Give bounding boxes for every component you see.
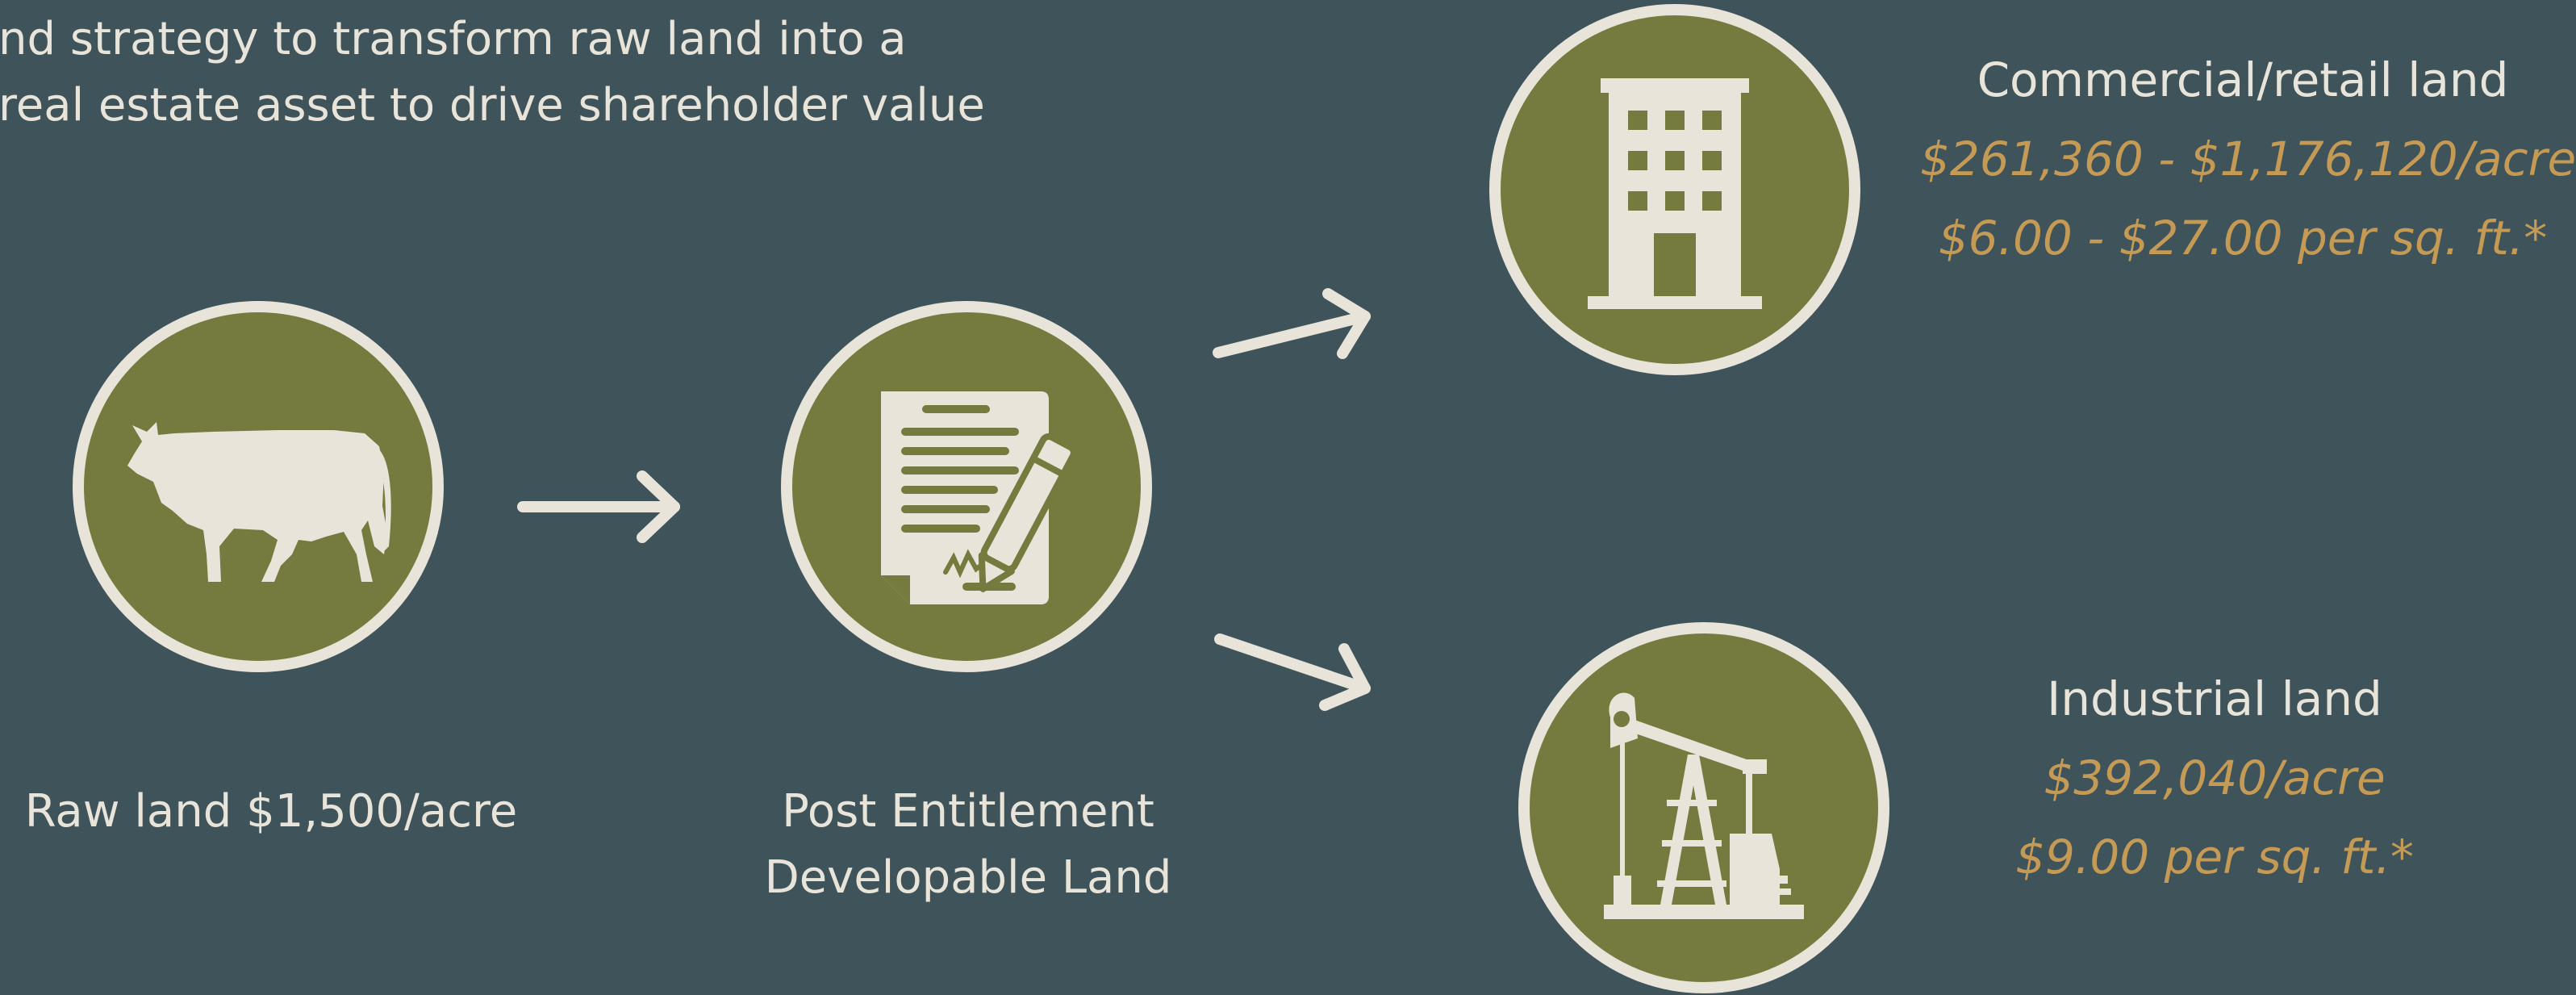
industrial-price-per-acre: $392,040/acre: [2044, 750, 2386, 805]
arrow-post-to-industrial: [1214, 633, 1371, 711]
headline-line-1: nd strategy to transform raw land into a: [0, 13, 907, 65]
commercial-land-pricing: Commercial/retail land $261,360 - $1,176…: [1920, 40, 2576, 278]
post-entitlement-circle: [781, 301, 1152, 672]
industrial-land-title: Industrial land: [2047, 671, 2382, 726]
headline-line-2: real estate asset to drive shareholder v…: [0, 79, 985, 132]
raw-land-circle: [73, 301, 444, 672]
arrow-post-to-commercial: [1213, 288, 1371, 359]
industrial-land-pricing: Industrial land $392,040/acre $9.00 per …: [1936, 659, 2493, 897]
commercial-price-per-sqft: $6.00 - $27.00 per sq. ft.*: [1938, 211, 2548, 265]
signed-document-icon: [881, 391, 1077, 604]
cow-icon: [127, 422, 391, 582]
headline: nd strategy to transform raw land into a…: [0, 6, 1063, 139]
raw-land-label: Raw land $1,500/acre: [24, 785, 518, 838]
oil-pumpjack-icon: [1604, 692, 1804, 919]
post-entitlement-label: Post Entitlement Developable Land: [710, 779, 1226, 911]
commercial-land-title: Commercial/retail land: [1977, 52, 2509, 107]
post-entitlement-label-line-1: Post Entitlement: [782, 785, 1154, 838]
arrow-raw-to-post: [517, 470, 680, 543]
industrial-land-circle: [1518, 622, 1889, 993]
office-building-icon: [1588, 78, 1762, 309]
commercial-land-circle: [1489, 4, 1860, 375]
commercial-price-per-acre: $261,360 - $1,176,120/acre: [1920, 132, 2576, 186]
industrial-price-per-sqft: $9.00 per sq. ft.*: [2015, 830, 2414, 884]
post-entitlement-label-line-2: Developable Land: [764, 851, 1172, 904]
